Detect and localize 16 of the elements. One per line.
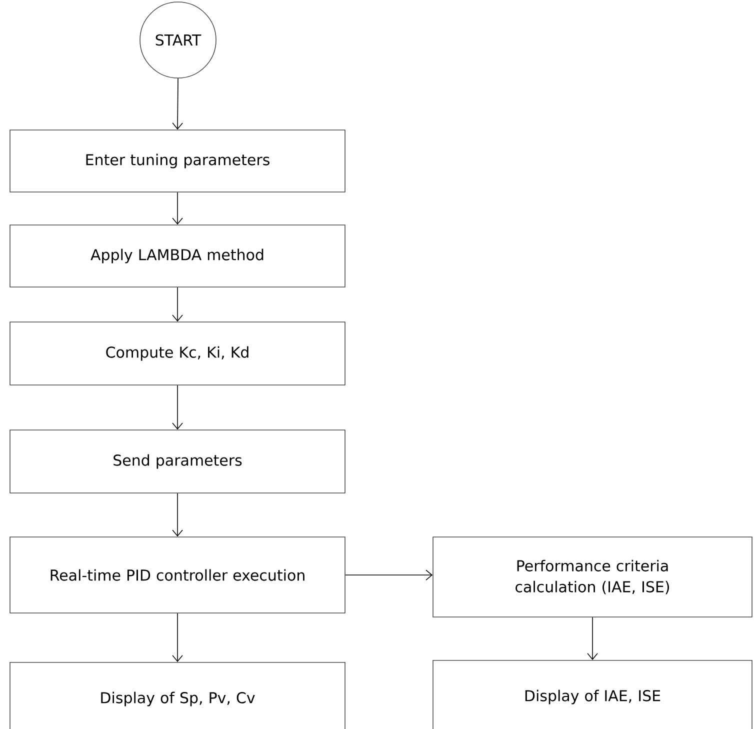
arrow: [172, 385, 183, 430]
process-box: Performance criteria calculation (IAE, ISE): [432, 536, 752, 618]
process-box: Enter tuning parameters: [10, 130, 346, 192]
process-box: Apply LAMBDA method: [10, 224, 346, 288]
arrow: [172, 78, 183, 130]
process-box: Display of Sp, Pv, Cv: [10, 662, 346, 729]
arrow: [587, 617, 598, 660]
process-box: Real-time PID controller execution: [10, 536, 346, 614]
process-box: Send parameters: [10, 430, 346, 494]
process-box: Display of IAE, ISE: [432, 660, 752, 729]
arrow: [172, 493, 183, 537]
arrow: [345, 570, 433, 580]
arrow: [172, 287, 183, 322]
arrow: [172, 613, 183, 662]
process-box: Compute Kc, Ki, Kd: [10, 322, 346, 386]
arrow: [172, 192, 183, 225]
